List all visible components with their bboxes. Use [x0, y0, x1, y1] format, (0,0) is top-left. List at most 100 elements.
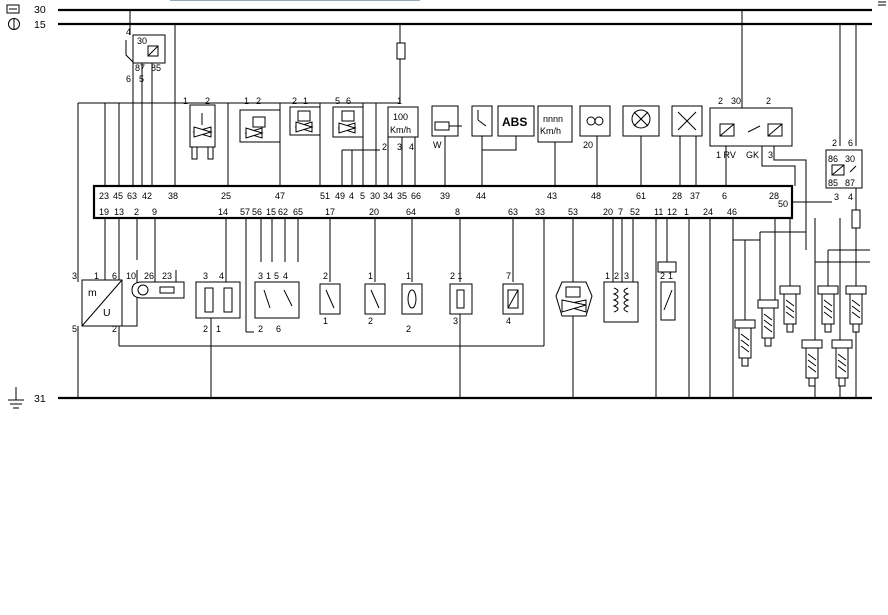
ecu-pin-p28b: 28: [769, 191, 779, 201]
ecu-pin-b62: 62: [278, 207, 288, 217]
switch-17: 2 1: [319, 271, 341, 326]
ecu-pin-b56: 56: [252, 207, 262, 217]
ecu-pin-b57: 57: [240, 207, 250, 217]
svg-text:5: 5: [274, 271, 279, 281]
svg-text:U: U: [103, 307, 111, 319]
ecu-pin-b33: 33: [535, 207, 545, 217]
svg-text:85: 85: [151, 63, 161, 73]
svg-text:30: 30: [137, 36, 147, 46]
injector-1: [734, 319, 756, 367]
air-mass-meter: m U 3 1 6 5 2: [72, 270, 138, 398]
injector-5: [845, 285, 867, 333]
svg-text:6: 6: [126, 74, 131, 84]
svg-text:6: 6: [112, 271, 117, 281]
svg-text:nnnn: nnnn: [543, 114, 563, 124]
ecu-pin-p66: 66: [411, 191, 421, 201]
svg-text:87: 87: [135, 63, 145, 73]
svg-text:Km/h: Km/h: [540, 126, 561, 136]
rail-15-label: 15: [34, 19, 46, 31]
ecu-pin-p6: 6: [722, 191, 727, 201]
svg-text:m: m: [88, 287, 97, 299]
svg-text:1: 1: [216, 324, 221, 334]
valve-4: 5 6: [332, 96, 377, 186]
ecu-pin-p44: 44: [476, 191, 486, 201]
ecu-pin-p47: 47: [275, 191, 285, 201]
svg-text:2: 2: [766, 96, 771, 106]
svg-text:1: 1: [183, 96, 188, 106]
ecu-pin-p49: 49: [335, 191, 345, 201]
svg-text:W: W: [433, 140, 442, 150]
ecu-pin-b9: 9: [152, 207, 157, 217]
rail-30-label: 30: [34, 4, 46, 16]
right-relay: 2 6 86 30 85 87 3 4: [792, 24, 863, 398]
svg-text:5: 5: [335, 96, 340, 106]
svg-text:4: 4: [409, 142, 414, 152]
svg-text:3: 3: [453, 316, 458, 326]
ecu-pin-p42: 42: [142, 191, 152, 201]
svg-text:1: 1: [303, 96, 308, 106]
svg-text:3: 3: [258, 271, 263, 281]
svg-text:2: 2: [660, 271, 665, 281]
svg-text:26: 26: [144, 271, 154, 281]
ecu-pin-b53: 53: [568, 207, 578, 217]
svg-text:4: 4: [126, 27, 131, 37]
throttle-position-sensor: 3 4 2 1: [195, 271, 241, 398]
knock-sensor: 2 1: [657, 261, 677, 321]
svg-text:6: 6: [346, 96, 351, 106]
svg-text:2: 2: [323, 271, 328, 281]
svg-text:4: 4: [506, 316, 511, 326]
svg-text:86: 86: [828, 154, 838, 164]
odometer: nnnn Km/h: [537, 105, 573, 186]
speedometer: 1 100 Km/h 2 3 4: [382, 96, 419, 186]
svg-text:2: 2: [258, 324, 263, 334]
ecu-pin-p61: 61: [636, 191, 646, 201]
svg-text:2: 2: [368, 316, 373, 326]
ecu-pin-b15: 15: [266, 207, 276, 217]
svg-text:4: 4: [283, 271, 288, 281]
sensor-lamp-28: [671, 105, 703, 186]
injector-4: [817, 285, 839, 333]
ecu-pin-b20b: 20: [603, 207, 613, 217]
ecu-pin-b12: 12: [667, 207, 677, 217]
svg-text:3: 3: [768, 150, 773, 160]
ecu-pin-p45: 45: [113, 191, 123, 201]
svg-text:3: 3: [624, 271, 629, 281]
ecu-pin-b7: 7: [618, 207, 623, 217]
svg-text:1: 1: [397, 96, 402, 106]
svg-text:1: 1: [368, 271, 373, 281]
ecu-pin-p51: 51: [320, 191, 330, 201]
svg-text:2: 2: [292, 96, 297, 106]
injector-valve-1: 1 2: [183, 96, 229, 186]
svg-text:85: 85: [828, 178, 838, 188]
ecu-pin-p30: 30: [370, 191, 380, 201]
svg-text:4: 4: [848, 192, 853, 202]
injector-7: [831, 339, 853, 387]
fuse-1: [396, 42, 406, 60]
speed-unit: Km/h: [390, 125, 411, 135]
ecu-pin-b64: 64: [406, 207, 416, 217]
lower-wires: [104, 218, 870, 398]
svg-text:87: 87: [845, 178, 855, 188]
indicator-lamp-20: 20: [579, 105, 611, 186]
svg-text:2 1: 2 1: [450, 271, 463, 281]
ecu-pin-p63: 63: [127, 191, 137, 201]
ignition-coil: 1 2 3: [603, 271, 639, 323]
svg-text:2: 2: [205, 96, 210, 106]
rail-31-ground: 31: [8, 387, 872, 409]
brake-switch: [471, 105, 517, 186]
rail-15: 15: [8, 18, 872, 31]
ecu-pin-b63: 63: [508, 207, 518, 217]
svg-text:2: 2: [614, 271, 619, 281]
switch-group: 3 1 5 4 2 6: [245, 218, 300, 334]
injector-3: [779, 285, 801, 333]
abs-module: ABS: [497, 105, 535, 137]
alternator-d-plus: D + W: [431, 105, 462, 186]
ecu-pin-p25: 25: [221, 191, 231, 201]
svg-text:10: 10: [126, 271, 136, 281]
abs-label: ABS: [502, 115, 527, 129]
injector-2: [757, 299, 779, 347]
ecu-pin-b24: 24: [703, 207, 713, 217]
ecu-pin-b8: 8: [455, 207, 460, 217]
valve-2: 1 2: [239, 96, 281, 186]
svg-text:30: 30: [845, 154, 855, 164]
